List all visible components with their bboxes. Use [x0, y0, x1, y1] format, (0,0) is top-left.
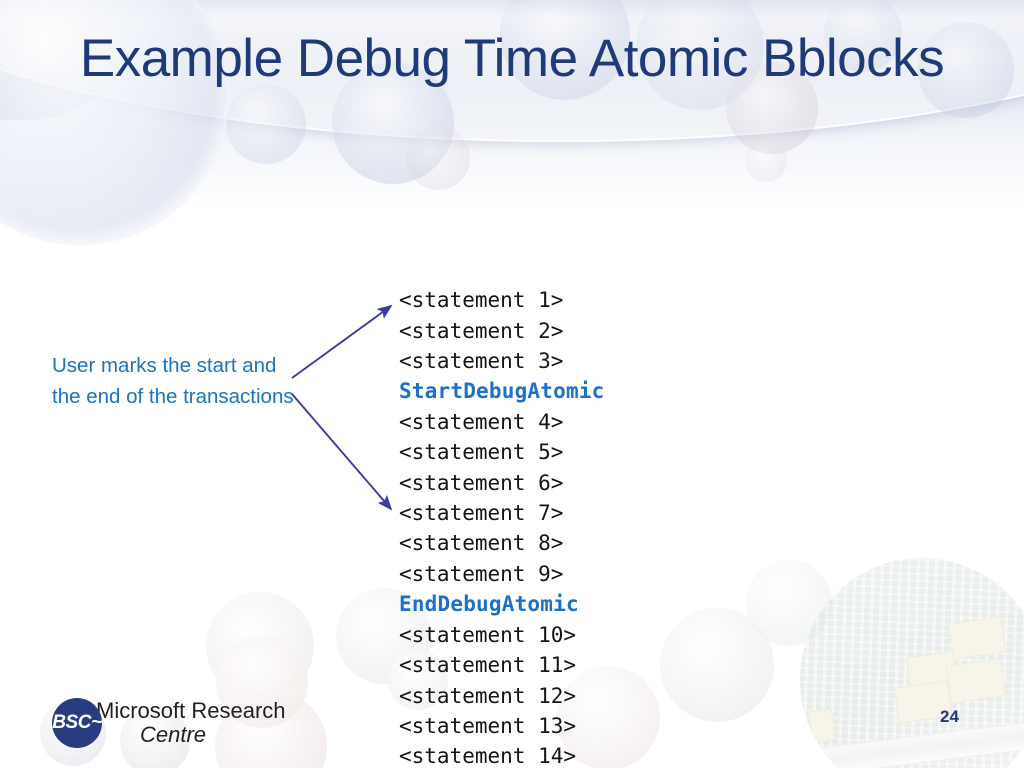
code-line: <statement 10>: [399, 622, 577, 647]
logo-line-2: Centre: [140, 722, 207, 747]
logo-line-1: Microsoft Research: [96, 698, 286, 724]
code-line: <statement 1>: [399, 288, 564, 313]
code-line: <statement 3>: [399, 349, 564, 374]
code-line: <statement 13>: [399, 713, 577, 738]
code-line: <statement 7>: [399, 501, 564, 526]
code-line: <statement 4>: [399, 409, 564, 434]
code-line: <statement 2>: [399, 318, 564, 343]
code-listing: <statement 1> <statement 2> <statement 3> S…: [399, 194, 605, 768]
annotation-text: User marks the start and the end of the …: [52, 354, 294, 408]
bsc-logo-mark: BSC~: [52, 698, 102, 748]
page-number: 24: [940, 707, 959, 726]
code-line: <statement 14>: [399, 744, 577, 768]
code-line: <statement 5>: [399, 440, 564, 465]
bsc-microsoft-research-centre-logo: BSC~ Microsoft Research Centre: [52, 698, 286, 748]
page-title: Example Debug Time Atomic Bblocks: [79, 29, 945, 88]
code-line: <statement 11>: [399, 653, 577, 678]
arrow-to-end-debug-atomic: [291, 393, 393, 511]
code-line: <statement 9>: [399, 561, 564, 586]
code-line-marker: StartDebugAtomic: [399, 379, 605, 404]
code-line: <statement 12>: [399, 683, 577, 708]
arrow-to-start-debug-atomic: [291, 304, 393, 379]
code-line: <statement 6>: [399, 470, 564, 495]
code-line-marker: EndDebugAtomic: [399, 592, 579, 617]
logo-text: Microsoft Research Centre: [96, 699, 286, 747]
code-line: <statement 8>: [399, 531, 564, 556]
